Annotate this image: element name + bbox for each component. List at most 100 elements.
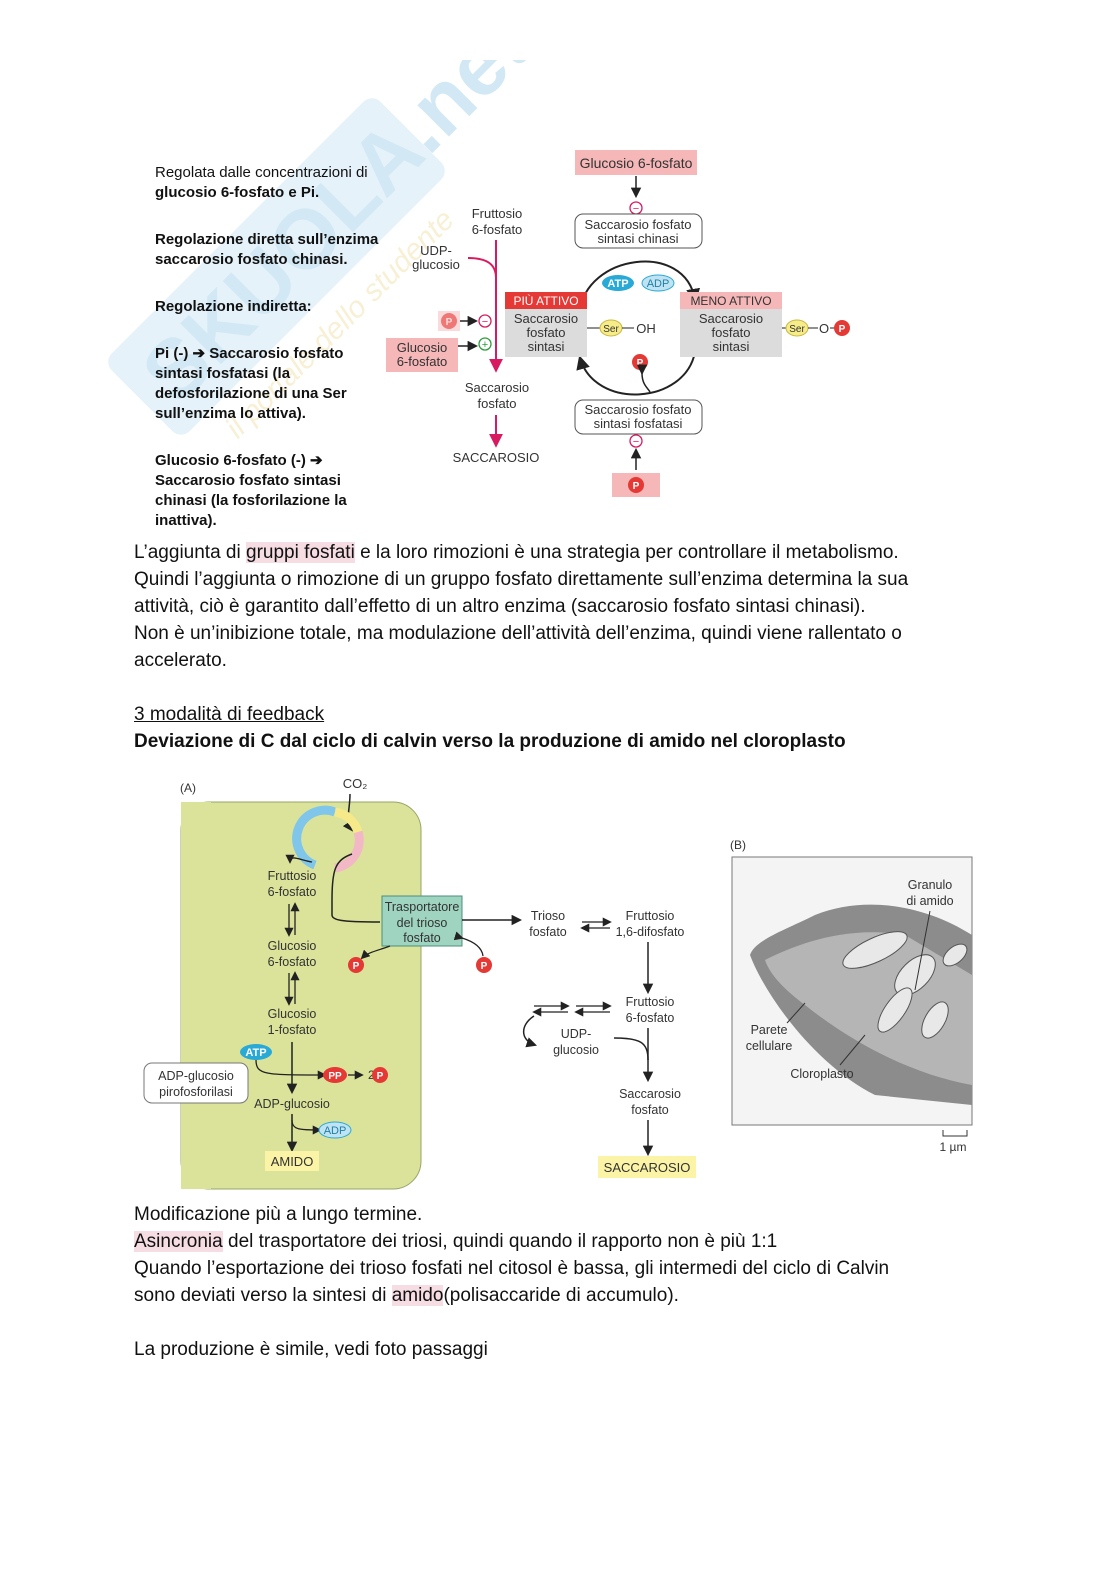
note-pi: Pi (-) ➔ Saccarosio fosfato sintasi fosf… (155, 345, 347, 422)
phosphorylation-arc (579, 260, 701, 313)
para1-line: L’aggiunta di gruppi fosfati e la loro r… (134, 539, 899, 566)
panel-b-label: (B) (730, 838, 746, 852)
atp-icon (602, 275, 634, 291)
text: (polisaccaride di accumulo). (443, 1285, 679, 1306)
enzyme-label: Saccarosio (699, 311, 763, 326)
minus-sign: − (482, 316, 488, 328)
transporter-label: del trioso (397, 916, 448, 930)
fruttosio6p-cyto-label: 6-fosfato (626, 1011, 675, 1025)
saccarosio-fosfato-label: Saccarosio (619, 1087, 681, 1101)
triose-transporter-box (381, 895, 463, 947)
chloroplast-area (181, 802, 211, 1189)
plus-icon (478, 337, 492, 351)
granulo-label: Granulo (908, 878, 953, 892)
section-subtitle: 3 modalità di feedback (134, 704, 325, 725)
note-line: Regolata dalle concentrazioni di (155, 164, 368, 181)
para2-line: Asincronia del trasportatore dei triosi,… (134, 1228, 777, 1255)
udp-label: glucosio (412, 257, 460, 272)
note-glucosio: Glucosio 6-fosfato (-) ➔ Saccarosio fosf… (155, 452, 347, 529)
para1-line: accelerato. (134, 650, 227, 671)
count-label: 2 (368, 1068, 375, 1082)
panel-a-label: (A) (180, 781, 196, 795)
adp-icon (641, 274, 675, 292)
arrow (636, 364, 651, 393)
pointer-line (914, 910, 931, 991)
arrow (291, 1119, 322, 1135)
minus-sign: − (633, 203, 639, 215)
arrow (613, 1037, 649, 1061)
phosphate-icon (348, 957, 364, 973)
meno-attivo-badge (680, 292, 782, 309)
starch-pathway-diagram: (A) CO₂ Fruttosio 6-fosfato Glucosio 6-f… (143, 776, 696, 1190)
udp-glucosio-label: glucosio (553, 1043, 599, 1057)
dephosphorylation-arc (576, 351, 696, 396)
saccarosio-label: SACCAROSIO (604, 1160, 691, 1175)
fruttosio6p-cyto-label: Fruttosio (626, 995, 675, 1009)
atp-label: ATP (607, 278, 628, 290)
enzyme-label: fosfato (711, 325, 750, 340)
trioso-label: Trioso (531, 909, 565, 923)
atp-label: ATP (245, 1047, 266, 1059)
fruttosio-label: 6-fosfato (472, 222, 523, 237)
udp-arrow (467, 257, 497, 279)
enzyme-label: Saccarosio (514, 311, 578, 326)
glucosio6p-label: Glucosio (268, 939, 317, 953)
note-diretta: Regolazione diretta sull’enzima saccaros… (155, 231, 379, 268)
plus-sign: + (482, 339, 488, 351)
adp-label: ADP (324, 1125, 347, 1137)
pirofosforilasi-label: ADP-glucosio (158, 1069, 234, 1083)
text: del trasportatore dei triosi, quindi qua… (222, 1231, 778, 1252)
fruttosio-label: Fruttosio (472, 206, 523, 221)
text: L’aggiunta di (134, 542, 246, 563)
adp-label: ADP (647, 278, 670, 290)
enzyme-inactive-box (680, 309, 782, 357)
note-line: glucosio 6-fosfato e Pi. (155, 184, 320, 201)
transporter-label: Trasportatore (385, 900, 460, 914)
glucosio6p-label: 6-fosfato (268, 955, 317, 969)
enzyme-label: sintasi (713, 339, 750, 354)
calvin-cycle-icon (334, 830, 364, 873)
piu-attivo-badge (505, 292, 587, 309)
arrow (360, 945, 391, 960)
glucosio6p-top-box (575, 150, 697, 175)
fosfatasi-label: Saccarosio fosfato (585, 402, 692, 417)
para2-line: La produzione è simile, vedi foto passag… (134, 1339, 488, 1360)
note-regolata: Regolata dalle concentrazioni di glucosi… (155, 163, 395, 203)
para2-line: Quando l’esportazione dei trioso fosfati… (134, 1258, 890, 1279)
enzyme-label: fosfato (526, 325, 565, 340)
glucosio6p-left-label: 6-fosfato (397, 354, 448, 369)
saccarosio-fosfato-label: fosfato (477, 396, 516, 411)
ser-label: Ser (789, 324, 805, 335)
text: sono deviati verso la sintesi di (134, 1285, 392, 1306)
oh-label: OH (636, 321, 656, 336)
transporter-label: fosfato (403, 931, 441, 945)
meno-attivo-label: MENO ATTIVO (690, 294, 771, 308)
fosfatasi-box (574, 399, 703, 435)
phosphate-icon (372, 1067, 388, 1083)
glucosio1p-label: 1-fosfato (268, 1023, 317, 1037)
piu-attivo-label: PIÙ ATTIVO (513, 293, 578, 308)
glucosio6p-left-label: Glucosio (397, 340, 448, 355)
saccarosio-fosfato-label: Saccarosio (465, 380, 529, 395)
glucosio6p-left-box (386, 338, 458, 372)
minus-icon (629, 434, 643, 448)
chinasi-label: sintasi chinasi (598, 231, 679, 246)
pirofosforilasi-label: pirofosforilasi (159, 1085, 233, 1099)
atp-icon (240, 1044, 272, 1060)
phosphate-icon (628, 477, 644, 493)
para1-line: Non è un’inibizione totale, ma modulazio… (134, 623, 902, 644)
phosphate-label: P (633, 481, 640, 492)
adp-icon (318, 1121, 352, 1139)
glucosio6p-top-label: Glucosio 6-fosfato (580, 155, 693, 171)
saccarosio-fosfato-label: fosfato (631, 1103, 669, 1117)
enzyme-active-box (505, 309, 587, 357)
saccarosio-box (598, 1156, 696, 1178)
phosphate-label: P (839, 324, 846, 335)
trioso-label: fosfato (529, 925, 567, 939)
minus-icon (478, 314, 492, 328)
phosphate-icon (476, 957, 492, 973)
amido-label: AMIDO (271, 1154, 314, 1169)
pointer-line (786, 1002, 806, 1024)
fruttosio6p-label: 6-fosfato (268, 885, 317, 899)
calvin-cycle-icon (334, 807, 363, 834)
